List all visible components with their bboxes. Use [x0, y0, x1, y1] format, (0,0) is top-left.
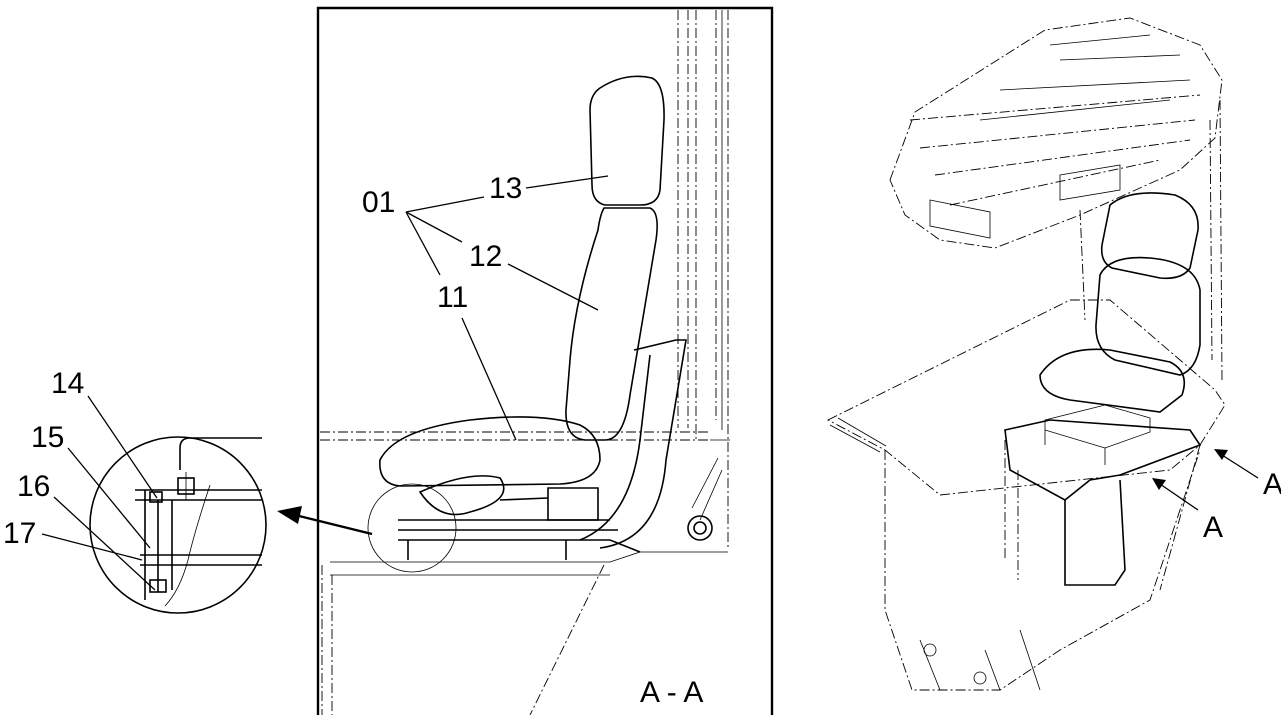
detail-view — [89, 436, 373, 614]
view-arrow-lower — [1159, 483, 1199, 511]
callout-17: 17 — [3, 517, 36, 550]
callout-13: 13 — [489, 172, 522, 205]
section-label: A - A — [640, 676, 703, 709]
detail-circle — [89, 436, 267, 614]
section-frame — [316, 6, 774, 715]
callout-14: 14 — [51, 367, 84, 400]
view-marker-lower: A — [1203, 511, 1223, 544]
detail-arrow — [294, 513, 373, 536]
isometric-view: A A — [827, 17, 1281, 691]
callout-12: 12 — [469, 240, 502, 273]
lower-body — [884, 449, 1201, 691]
section-view: A - A — [316, 6, 774, 715]
roof-canopy — [889, 17, 1223, 249]
seat-console — [1004, 419, 1202, 501]
detail-callouts: 14 15 16 17 — [3, 367, 158, 591]
view-arrow-upper — [1221, 454, 1259, 479]
iso-headrest — [1100, 192, 1199, 280]
callout-11: 11 — [437, 281, 468, 314]
headrest — [589, 75, 665, 206]
view-marker-upper: A — [1263, 468, 1281, 501]
section-callouts: 01 13 12 11 — [362, 172, 609, 441]
iso-seat-cushion — [1039, 348, 1186, 413]
seat-cushion — [379, 416, 601, 487]
callout-16: 16 — [17, 470, 50, 503]
callout-15: 15 — [31, 421, 64, 454]
iso-backrest — [1095, 256, 1201, 376]
floor-plate — [827, 299, 1226, 496]
detail-reference-circle — [367, 483, 457, 573]
backrest — [565, 207, 658, 441]
callout-01: 01 — [362, 186, 395, 219]
